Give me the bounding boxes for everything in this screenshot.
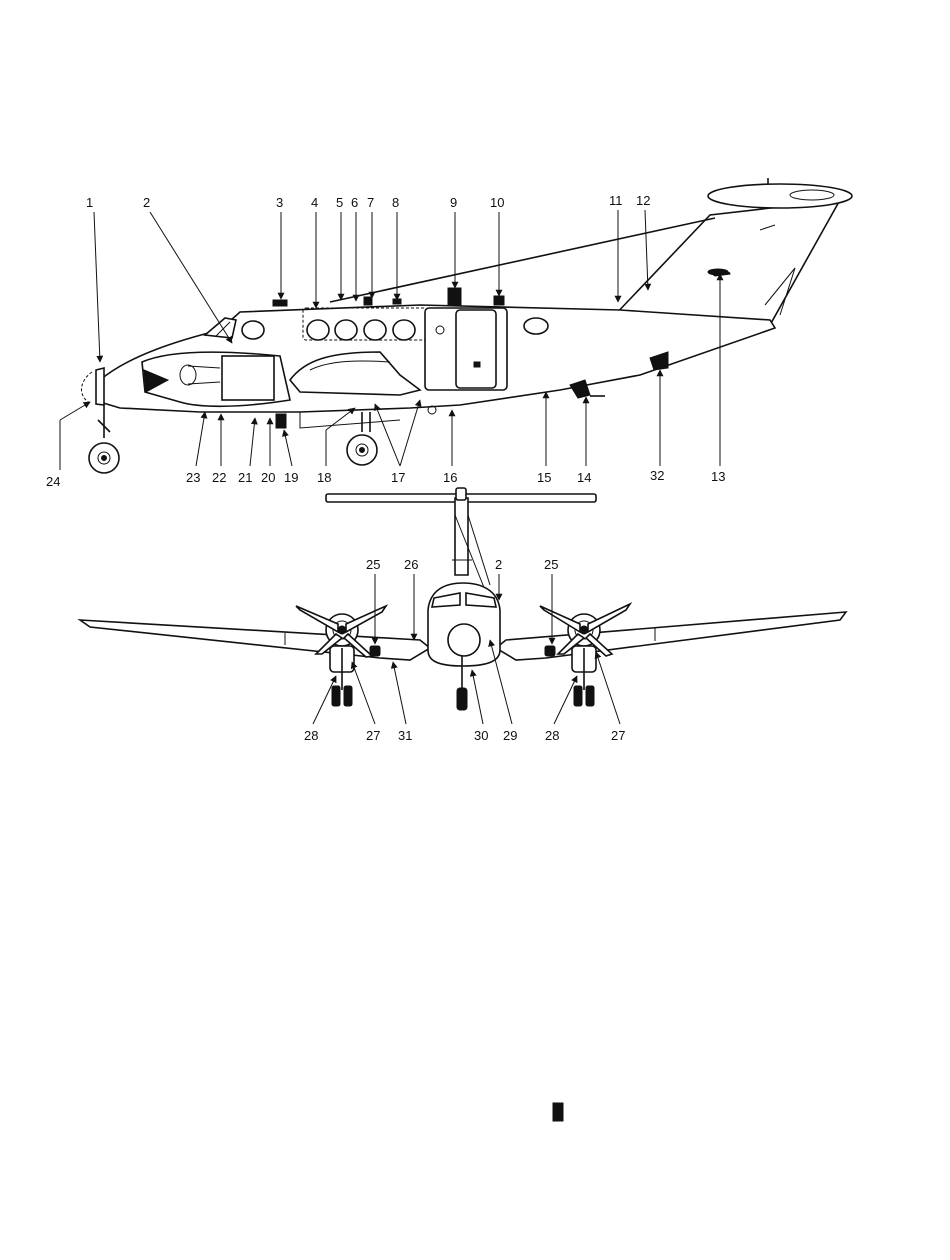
callout-9: 9 (450, 195, 457, 210)
left-engine-front (296, 606, 386, 706)
callout-6: 6 (351, 195, 358, 210)
callout-30: 30 (474, 728, 488, 743)
callout-28-left: 28 (304, 728, 318, 743)
callout-15: 15 (537, 470, 551, 485)
callout-18: 18 (317, 470, 331, 485)
callout-20: 20 (261, 470, 275, 485)
callout-19: 19 (284, 470, 298, 485)
nose-landing-gear (89, 405, 119, 473)
change-bar-mark (553, 1103, 563, 1121)
callout-25-right: 25 (544, 557, 558, 572)
horizontal-stabilizer (708, 184, 852, 208)
callout-4: 4 (311, 195, 318, 210)
callout-5: 5 (336, 195, 343, 210)
callout-32: 32 (650, 468, 664, 483)
callout-3: 3 (276, 195, 283, 210)
side-view (82, 178, 853, 473)
callout-27-left: 27 (366, 728, 380, 743)
callout-11: 11 (609, 193, 623, 208)
callout-28-right: 28 (545, 728, 559, 743)
callout-10: 10 (490, 195, 504, 210)
front-view (80, 488, 846, 710)
callout-2-front: 2 (495, 557, 502, 572)
callout-23: 23 (186, 470, 200, 485)
callout-26: 26 (404, 557, 418, 572)
callout-1: 1 (86, 195, 93, 210)
callout-22: 22 (212, 470, 226, 485)
callout-2: 2 (143, 195, 150, 210)
callout-24: 24 (46, 474, 60, 489)
right-engine-front (540, 604, 630, 706)
callout-17: 17 (391, 470, 405, 485)
windshield (205, 318, 236, 338)
callout-29: 29 (503, 728, 517, 743)
main-landing-gear (347, 412, 377, 465)
callout-12: 12 (636, 193, 650, 208)
callout-13: 13 (711, 469, 725, 484)
callout-14: 14 (577, 470, 591, 485)
callout-25-left: 25 (366, 557, 380, 572)
callout-7: 7 (367, 195, 374, 210)
callout-8: 8 (392, 195, 399, 210)
callout-21: 21 (238, 470, 252, 485)
vertical-stabilizer (612, 200, 840, 325)
callout-16: 16 (443, 470, 457, 485)
callout-27-right: 27 (611, 728, 625, 743)
callout-31: 31 (398, 728, 412, 743)
